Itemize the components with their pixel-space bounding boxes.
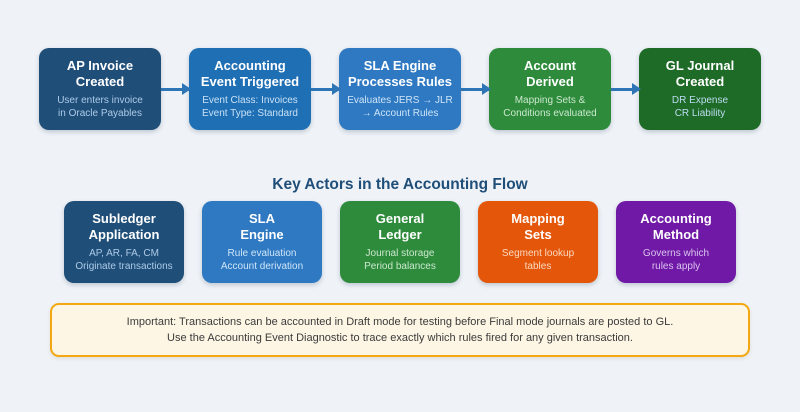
actor-accounting-method: Accounting Method Governs which rules ap… [616, 201, 736, 283]
actor-subledger-application: Subledger Application AP, AR, FA, CM Ori… [64, 201, 184, 283]
step-title: GL Journal Created [665, 57, 735, 89]
flow-step-accounting-event-triggered: Accounting Event Triggered Event Class: … [189, 48, 311, 130]
actor-title: Mapping Sets [511, 210, 565, 242]
actor-subtitle: Governs which rules apply [642, 248, 710, 273]
step-title: Account Derived [524, 57, 576, 89]
arrow-right-icon [161, 83, 191, 95]
step-subtitle: User enters invoice in Oracle Payables [57, 95, 143, 120]
flow-step-ap-invoice-created: AP Invoice Created User enters invoice i… [39, 48, 161, 130]
step-subtitle: DR Expense CR Liability [671, 95, 729, 120]
actor-title: SLA Engine [240, 210, 284, 242]
actor-subtitle: Segment lookup tables [501, 248, 575, 273]
actor-subtitle: AP, AR, FA, CM Originate transactions [75, 248, 173, 273]
actor-title: General Ledger [375, 210, 425, 242]
note-line-2: Use the Accounting Event Diagnostic to t… [167, 332, 633, 344]
arrow-right-icon [311, 83, 341, 95]
important-note: Important: Transactions can be accounted… [50, 303, 750, 357]
step-title: SLA Engine Processes Rules [347, 57, 453, 89]
note-line-1: Important: Transactions can be accounted… [126, 316, 674, 328]
actor-title: Accounting Method [640, 210, 712, 242]
actor-subtitle: Rule evaluation Account derivation [220, 248, 304, 273]
step-title: Accounting Event Triggered [200, 57, 300, 89]
flow-step-account-derived: Account Derived Mapping Sets & Condition… [489, 48, 611, 130]
actor-title: Subledger Application [88, 210, 160, 242]
arrow-right-icon [611, 83, 641, 95]
actors-row: Subledger Application AP, AR, FA, CM Ori… [0, 201, 800, 283]
process-flow-row: AP Invoice Created User enters invoice i… [0, 48, 800, 130]
flow-step-gl-journal-created: GL Journal Created DR Expense CR Liabili… [639, 48, 761, 130]
actor-mapping-sets: Mapping Sets Segment lookup tables [478, 201, 598, 283]
actor-sla-engine: SLA Engine Rule evaluation Account deriv… [202, 201, 322, 283]
actor-general-ledger: General Ledger Journal storage Period ba… [340, 201, 460, 283]
arrow-right-icon [461, 83, 491, 95]
step-subtitle: Mapping Sets & Conditions evaluated [503, 95, 597, 120]
section-title: Key Actors in the Accounting Flow [272, 176, 528, 193]
step-subtitle: Evaluates JERS → JLR → Account Rules [347, 95, 453, 120]
actor-subtitle: Journal storage Period balances [364, 248, 436, 273]
step-title: AP Invoice Created [66, 57, 134, 89]
flow-step-sla-engine-processes-rules: SLA Engine Processes Rules Evaluates JER… [339, 48, 461, 130]
step-subtitle: Event Class: Invoices Event Type: Standa… [202, 95, 298, 120]
